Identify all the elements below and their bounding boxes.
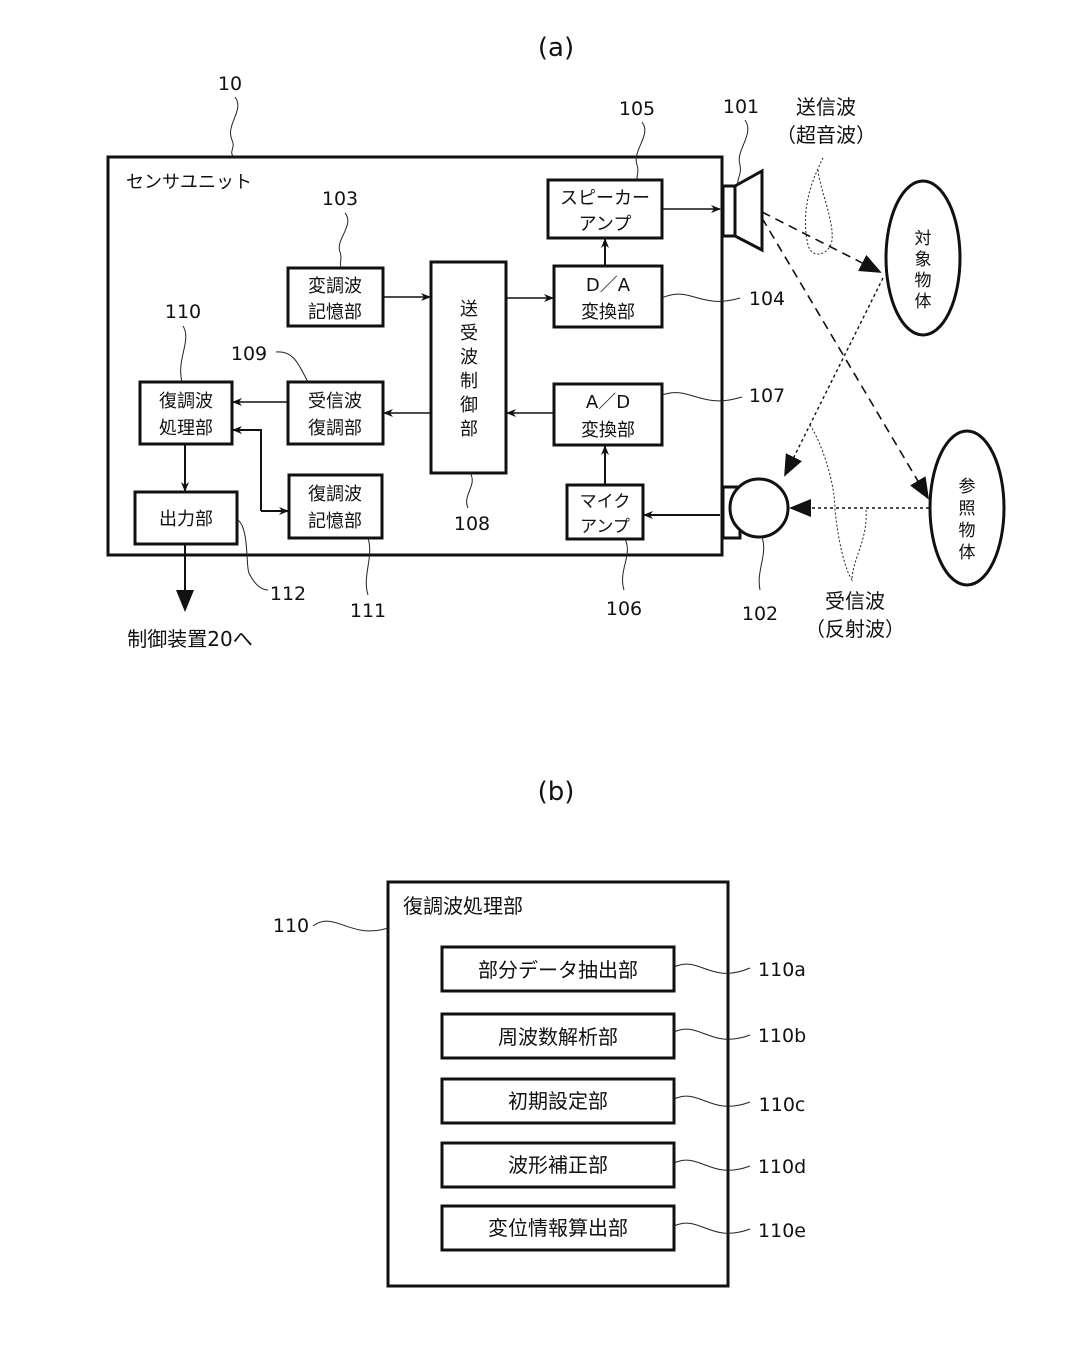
svg-text:110c: 110c (759, 1094, 806, 1116)
sub-unit-110e: 変位情報算出部 110e (442, 1206, 806, 1250)
svg-text:受信波: 受信波 (308, 391, 362, 412)
transmit-wave-label: 送信波 (796, 95, 856, 119)
leader-10 (230, 97, 237, 157)
sensor-unit-label: センサユニット (126, 172, 252, 193)
caption-b: (b) (538, 777, 575, 807)
speaker-icon: 101 (723, 96, 762, 250)
speaker-amp-block: スピーカー アンプ 105 (548, 98, 662, 238)
ad-converter-block: A／D 変換部 107 (554, 384, 785, 445)
svg-text:部分データ抽出部: 部分データ抽出部 (478, 958, 638, 982)
ref-10: 10 (218, 73, 242, 95)
ref-107: 107 (749, 385, 785, 407)
svg-text:スピーカー: スピーカー (560, 188, 650, 209)
received-wave-demod-block: 受信波 復調部 109 (231, 343, 383, 444)
ref-108: 108 (454, 513, 490, 535)
svg-text:参: 参 (959, 477, 976, 497)
da-converter-block: D／A 変換部 104 (554, 266, 785, 327)
received-wave-label: 受信波 (825, 589, 885, 613)
ref-102: 102 (742, 603, 778, 625)
sub-unit-110d: 波形補正部 110d (442, 1143, 806, 1187)
svg-text:物: 物 (959, 521, 976, 541)
ref-109: 109 (231, 343, 267, 365)
ref-110-b: 110 (273, 915, 309, 937)
svg-text:変換部: 変換部 (581, 302, 635, 323)
svg-text:110d: 110d (758, 1156, 806, 1178)
svg-text:制: 制 (460, 371, 478, 392)
svg-text:体: 体 (959, 543, 976, 563)
svg-text:マイク: マイク (580, 492, 631, 512)
svg-text:復調波: 復調波 (159, 391, 213, 412)
svg-text:体: 体 (915, 292, 932, 312)
svg-text:記憶部: 記憶部 (308, 511, 362, 532)
tx-rx-control-block: 送 受 波 制 御 部 108 (431, 262, 506, 535)
svg-text:アンプ: アンプ (579, 214, 632, 235)
svg-text:波形補正部: 波形補正部 (508, 1153, 608, 1177)
mic-amp-block: マイク アンプ 106 (567, 485, 643, 620)
reference-object: 参 照 物 体 (930, 431, 1004, 585)
svg-text:A／D: A／D (586, 392, 630, 413)
svg-text:復調波: 復調波 (308, 484, 362, 505)
svg-text:送: 送 (460, 299, 478, 320)
svg-text:変位情報算出部: 変位情報算出部 (488, 1216, 628, 1240)
ref-106: 106 (606, 598, 642, 620)
svg-text:変換部: 変換部 (581, 420, 635, 441)
container-label: 復調波処理部 (403, 894, 523, 918)
received-wave-sublabel: （反射波） (805, 617, 905, 641)
ref-104: 104 (749, 288, 785, 310)
ref-111: 111 (350, 600, 386, 622)
svg-text:受: 受 (460, 323, 478, 344)
transmit-wave-sublabel: （超音波） (776, 123, 876, 147)
modulated-wave-memory-block: 変調波 記憶部 103 (288, 188, 383, 326)
demod-processing-detail: 復調波処理部 110 部分データ抽出部 110a 周波数解析部 110b 初期設… (273, 882, 806, 1286)
target-object: 対 象 物 体 (886, 181, 960, 335)
svg-text:110b: 110b (758, 1025, 806, 1047)
output-destination-label: 制御装置20へ (127, 627, 252, 651)
caption-a: (a) (538, 33, 574, 63)
ref-110: 110 (165, 301, 201, 323)
svg-text:D／A: D／A (586, 275, 631, 296)
svg-text:対: 対 (915, 229, 932, 249)
sub-unit-110c: 初期設定部 110c (442, 1079, 805, 1123)
svg-text:110e: 110e (758, 1220, 806, 1242)
ref-112: 112 (270, 583, 306, 605)
svg-text:初期設定部: 初期設定部 (508, 1089, 608, 1113)
svg-text:物: 物 (915, 271, 932, 291)
ref-103: 103 (322, 188, 358, 210)
svg-text:110a: 110a (758, 959, 806, 981)
output-unit-block: 出力部 112 (135, 492, 306, 605)
svg-text:照: 照 (959, 499, 976, 519)
svg-text:記憶部: 記憶部 (308, 302, 362, 323)
sub-unit-110b: 周波数解析部 110b (442, 1014, 806, 1058)
microphone-icon: 102 (723, 479, 788, 625)
svg-text:部: 部 (460, 419, 478, 440)
svg-text:出力部: 出力部 (159, 509, 213, 530)
svg-text:象: 象 (915, 250, 932, 270)
svg-text:波: 波 (460, 347, 478, 368)
ref-105: 105 (619, 98, 655, 120)
ref-101: 101 (723, 96, 759, 118)
sub-unit-110a: 部分データ抽出部 110a (442, 947, 806, 991)
svg-text:アンプ: アンプ (580, 517, 630, 537)
svg-text:復調部: 復調部 (308, 418, 362, 439)
demod-wave-processing-block: 復調波 処理部 110 (140, 301, 232, 444)
svg-text:処理部: 処理部 (159, 418, 213, 439)
svg-text:御: 御 (460, 395, 478, 416)
svg-text:変調波: 変調波 (308, 276, 362, 297)
svg-text:周波数解析部: 周波数解析部 (498, 1025, 618, 1049)
